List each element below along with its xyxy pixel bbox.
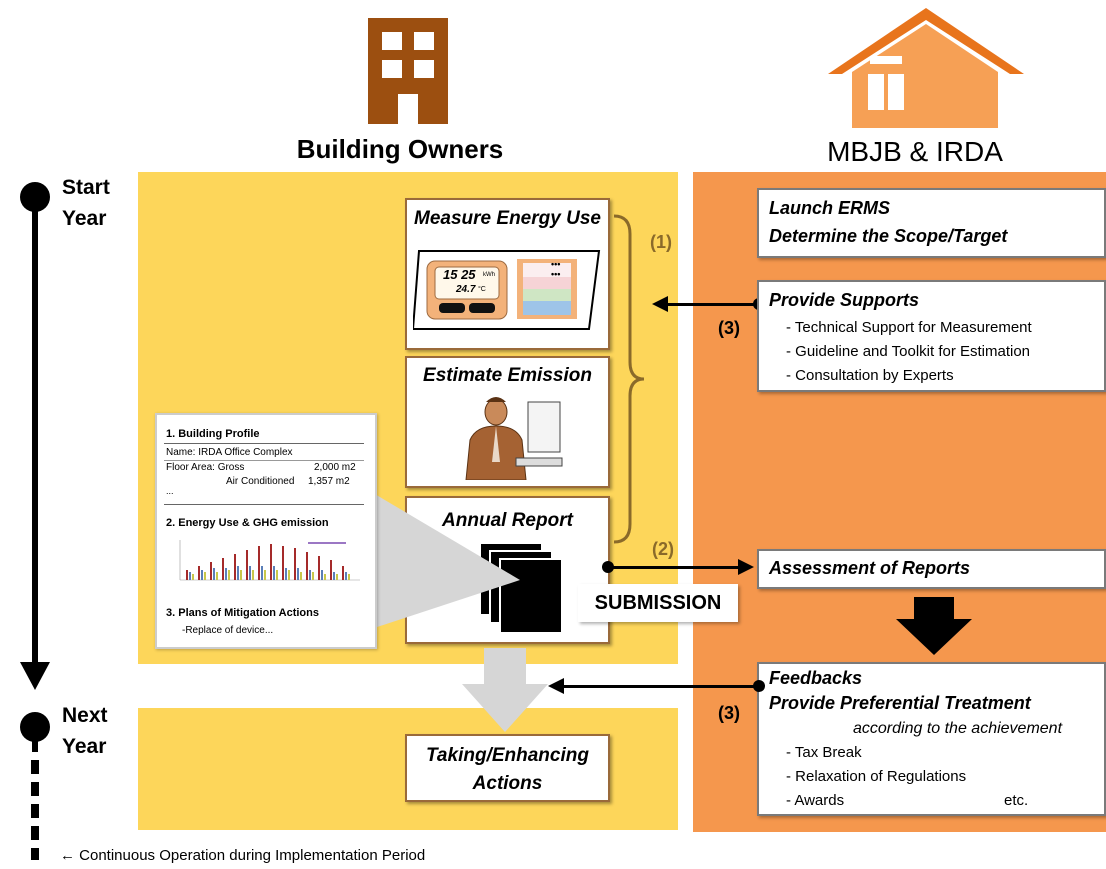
doc-rule: [164, 443, 364, 444]
step-2-label: (2): [652, 539, 674, 559]
feedback-arrow-origin-dot: [753, 680, 765, 692]
black-down-arrow-icon: [896, 597, 972, 655]
doc-section-mitigation: 3. Plans of Mitigation Actions: [166, 607, 319, 619]
feedback-subtitle: according to the achievement: [853, 720, 1063, 737]
arrowhead-right-icon: [738, 559, 754, 575]
support-item-consultation: - Consultation by Experts: [786, 367, 954, 384]
timeline-arrow-icon: [20, 662, 50, 690]
launch-erms-label: Launch ERMS Determine the Scope/Target: [769, 198, 1008, 246]
timeline-dash: [31, 804, 39, 818]
step-3-label-supports: (3): [718, 318, 740, 338]
office-building-icon: [368, 18, 448, 124]
feedbacks-title: Feedbacks: [769, 668, 863, 688]
provide-supports-box: [757, 280, 1106, 392]
doc-rule: [164, 504, 364, 505]
next-year-line: [32, 730, 38, 752]
arrowhead-left-icon: [652, 296, 668, 312]
support-item-guideline: - Guideline and Toolkit for Estimation: [786, 343, 1031, 360]
person-at-computer-icon: [465, 397, 563, 480]
bracket-measure-estimate-report: [613, 214, 645, 544]
feedbacks-box: [757, 662, 1106, 816]
feedback-arrow-line: [560, 685, 760, 688]
assessment-label: Assessment of Reports: [769, 558, 971, 578]
meter-time-reading: 15 25: [443, 267, 476, 282]
meter-temp-reading: 24.7: [456, 284, 476, 295]
doc-ac-label: Air Conditioned: [226, 476, 295, 487]
feedback-item-awards: - Awards: [786, 792, 845, 809]
monitor-dots: ••••••: [551, 259, 561, 279]
arrowhead-left-icon: [548, 678, 564, 694]
gray-down-arrow-icon: [462, 648, 548, 732]
doc-mitigation-item: -Replace of device...: [182, 625, 274, 636]
doc-ac-value: 1,357 m2: [308, 476, 350, 487]
house-icon: [828, 8, 1024, 128]
report-document: [155, 413, 377, 649]
doc-rule: [164, 460, 364, 461]
timeline-dash: [31, 782, 39, 796]
provide-supports-title: Provide Supports: [769, 290, 920, 310]
measure-energy-label: Measure Energy Use: [414, 208, 601, 229]
doc-building-name: Name: IRDA Office Complex: [166, 447, 293, 458]
continuous-operation-note: ← Continuous Operation during Implementa…: [60, 847, 426, 864]
doc-section-energy-ghg: 2. Energy Use & GHG emission: [166, 517, 329, 529]
support-item-technical: - Technical Support for Measurement: [786, 319, 1032, 336]
start-year-label: Start Year: [62, 176, 110, 230]
energy-meter-icon: [413, 250, 601, 330]
mini-bar-chart: [179, 540, 360, 581]
support-arrow-line: [660, 303, 760, 306]
doc-section-building-profile: 1. Building Profile: [166, 428, 260, 440]
feedback-item-regulations: - Relaxation of Regulations: [786, 768, 967, 785]
doc-floor-label: Floor Area: Gross: [166, 462, 245, 473]
building-owners-header: Building Owners: [296, 134, 504, 164]
submission-arrow-line: [608, 566, 742, 569]
report-documents-icon: [480, 543, 563, 634]
assessment-box: [757, 549, 1106, 589]
step-3-label-feedback: (3): [718, 703, 740, 723]
timeline-dash: [31, 826, 39, 840]
taking-actions-box: [405, 734, 610, 802]
annual-report-label: Annual Report: [442, 510, 573, 531]
step-1-label: (1): [650, 232, 672, 252]
launch-erms-box: [757, 188, 1106, 258]
doc-ellipsis: ...: [166, 486, 174, 496]
mbjb-irda-header: MBJB & IRDA: [827, 136, 1003, 167]
callout-wedge: [368, 490, 520, 630]
next-year-label: Next Year: [62, 704, 108, 758]
feedback-etc: etc.: [1004, 792, 1029, 809]
taking-actions-label: Taking/Enhancing Actions: [426, 745, 589, 794]
timeline-dash: [31, 848, 39, 860]
submission-origin-dot: [602, 561, 614, 573]
timeline-line: [32, 200, 38, 666]
doc-floor-value: 2,000 m2: [314, 462, 356, 473]
timeline-dash: [31, 760, 39, 774]
meter-unit: kWh: [483, 272, 495, 278]
estimate-emission-label: Estimate Emission: [423, 365, 592, 386]
preferential-treatment-title: Provide Preferential Treatment: [769, 693, 1031, 713]
submission-label: SUBMISSION: [578, 584, 738, 622]
feedback-item-tax: - Tax Break: [786, 744, 862, 761]
meter-temp-unit: °C: [478, 286, 486, 293]
